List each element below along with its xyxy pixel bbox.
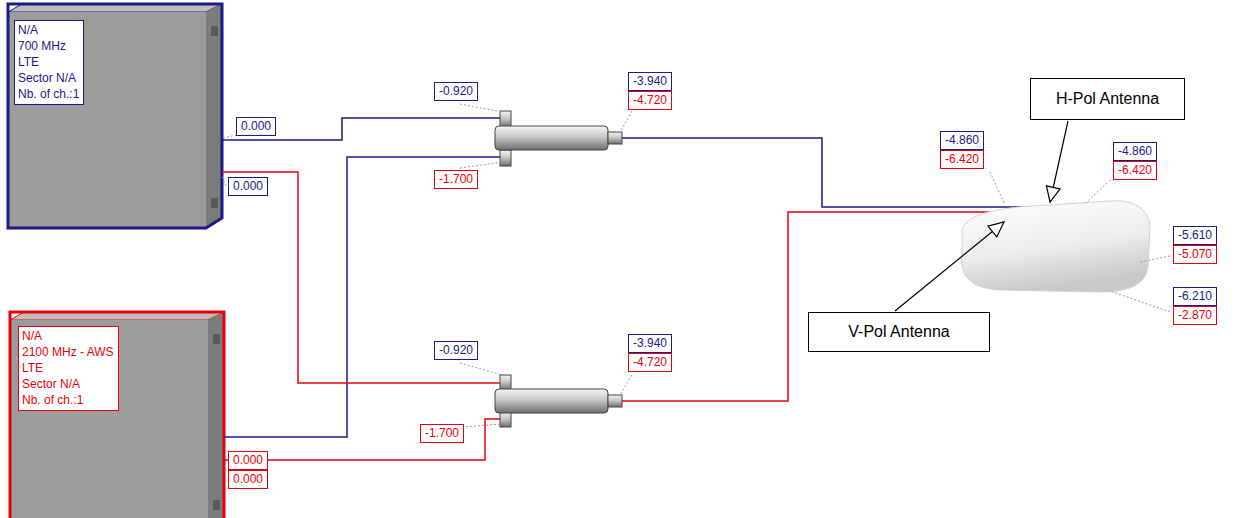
value-box: 0.000: [228, 177, 268, 196]
value-box: -4.860: [1113, 142, 1157, 161]
equipment-cabinet: [10, 312, 224, 518]
value-box: 0.000: [236, 117, 276, 136]
node-text: 700 MHz: [18, 38, 79, 54]
node-text: Nb. of ch.:1: [18, 86, 79, 102]
node-text: LTE: [22, 360, 114, 376]
value-box: -4.720: [628, 91, 672, 110]
value-box: -0.920: [434, 341, 478, 360]
value-box: -4.720: [628, 353, 672, 372]
value-box: -4.860: [940, 131, 984, 150]
cabinet-tab: [211, 26, 218, 36]
blue-cable: [622, 138, 1064, 207]
node-text: Sector N/A: [22, 376, 114, 392]
node-text: H-Pol Antenna: [1056, 90, 1159, 108]
combiner-symbol: [495, 111, 622, 166]
cabinet-front: [10, 320, 208, 518]
callout-arrow: [895, 222, 1004, 311]
value-box: 0.000: [228, 470, 268, 489]
cabinet-tab: [213, 500, 220, 510]
node-text: N/A: [22, 328, 114, 344]
value-box: 0.000: [228, 451, 268, 470]
callout-arrow: [1050, 121, 1068, 202]
value-box: -1.700: [434, 170, 478, 189]
cabinet-outline: [8, 4, 222, 228]
callout-box: V-Pol Antenna: [808, 312, 990, 352]
node-text: Nb. of ch.:1: [22, 392, 114, 408]
red-cable: [222, 172, 500, 383]
node-text: 2100 MHz - AWS: [22, 344, 114, 360]
leader-lines: [222, 104, 1170, 427]
value-box: -0.920: [434, 82, 478, 101]
cabinet-tab: [211, 198, 218, 208]
callout-box: H-Pol Antenna: [1030, 78, 1185, 120]
blue-cable: [224, 157, 500, 437]
value-box: -5.610: [1173, 226, 1217, 245]
value-box: -6.210: [1173, 287, 1217, 306]
value-box: -1.700: [420, 424, 464, 443]
node-text: V-Pol Antenna: [848, 323, 949, 341]
node-text: LTE: [18, 54, 79, 70]
value-box: -3.940: [628, 72, 672, 91]
callout-arrows: [895, 121, 1068, 311]
value-box: -6.420: [940, 150, 984, 169]
combiner-symbol: [495, 375, 622, 427]
cabinet-outline: [10, 312, 224, 518]
equipment-label: N/A2100 MHz - AWSLTESector N/ANb. of ch.…: [18, 326, 119, 411]
value-box: -6.420: [1113, 161, 1157, 180]
rf-cables: [222, 118, 1064, 460]
equipment-cabinet: [8, 4, 222, 228]
node-text: Sector N/A: [18, 70, 79, 86]
equipment-label: N/A700 MHzLTESector N/ANb. of ch.:1: [14, 20, 84, 105]
cabinet-tab: [213, 334, 220, 344]
value-box: -3.940: [628, 334, 672, 353]
value-box: -5.070: [1173, 245, 1217, 264]
blue-cable: [222, 118, 500, 140]
cabinet-front: [8, 12, 206, 228]
antenna-illustration: [962, 201, 1150, 292]
value-box: -2.870: [1173, 306, 1217, 325]
node-text: N/A: [18, 22, 79, 38]
cabinet-side: [208, 312, 224, 518]
cabinet-side: [206, 4, 222, 228]
